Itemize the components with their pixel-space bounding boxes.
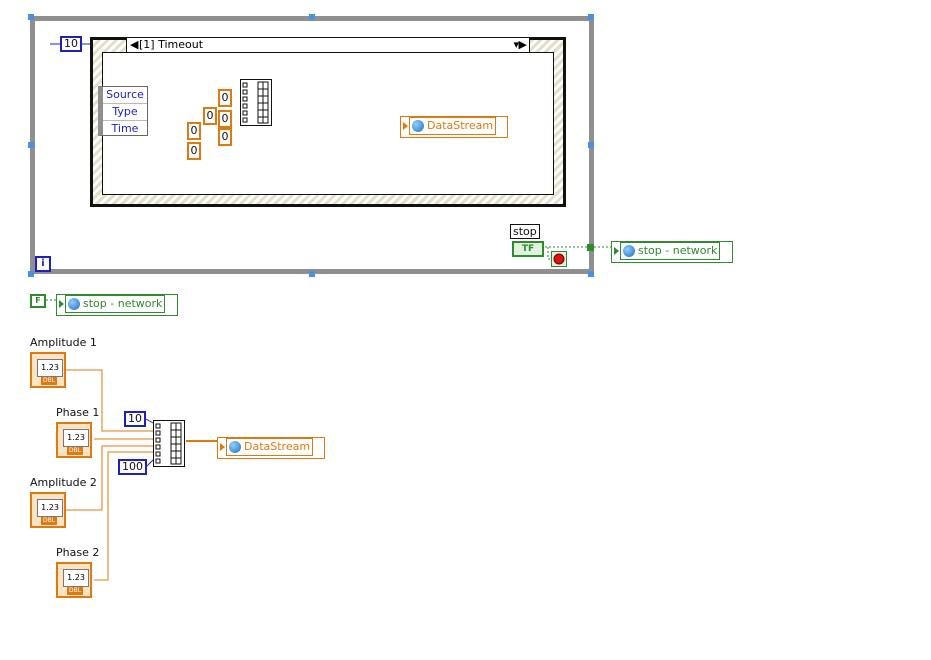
loop-resize-handle-tm[interactable] [309, 14, 315, 20]
false-constant[interactable]: F [30, 294, 46, 308]
control-value: 1.23 [63, 429, 89, 447]
numeric-control-phase-1[interactable]: 1.23 DBL [56, 422, 92, 458]
case-label: [1] Timeout [139, 38, 208, 52]
next-case-arrow-icon[interactable]: ▶ [518, 38, 527, 51]
control-label: Amplitude 2 [30, 476, 97, 489]
stop-network-shared-variable[interactable]: stop - network [56, 294, 178, 316]
stop-label: stop [510, 224, 540, 239]
shared-variable-name: stop - network [83, 297, 163, 310]
loop-resize-handle-br[interactable] [588, 271, 594, 277]
iteration-terminal[interactable]: i [35, 256, 51, 272]
numeric-control-amplitude-2[interactable]: 1.23 DBL [30, 492, 66, 528]
loop-condition-stop-icon[interactable] [551, 251, 567, 267]
timeout-constant[interactable]: 10 [60, 36, 82, 52]
loop-resize-handle-tr[interactable] [588, 14, 594, 20]
control-type: DBL [41, 517, 58, 525]
control-label: Phase 2 [56, 546, 100, 559]
shared-variable-name: DataStream [427, 119, 494, 132]
loop-tunnel[interactable] [587, 244, 594, 251]
case-dropdown-icon[interactable]: ▾ [513, 38, 519, 51]
event-node-source[interactable]: Source [103, 87, 147, 104]
write-arrow-icon [403, 122, 408, 130]
write-arrow-icon [59, 300, 64, 308]
numeric-constant-100[interactable]: 100 [118, 459, 147, 475]
event-data-node[interactable]: Source Type Time [98, 86, 148, 136]
control-value: 1.23 [37, 499, 63, 517]
shared-variable-name: DataStream [244, 440, 311, 453]
prev-case-arrow-icon[interactable]: ◀ [130, 38, 139, 51]
network-globe-icon [412, 120, 424, 132]
datastream-shared-variable[interactable]: DataStream [400, 116, 508, 138]
event-node-type[interactable]: Type [103, 104, 147, 121]
control-value: 1.23 [37, 359, 63, 377]
event-case-selector[interactable]: ◀[1][1] Timeout ▾ ▶ [126, 37, 530, 53]
numeric-constant[interactable]: 0 [203, 107, 217, 125]
stop-boolean-terminal[interactable]: TF [512, 241, 544, 257]
numeric-control-amplitude-1[interactable]: 1.23 DBL [30, 352, 66, 388]
loop-resize-handle-bl[interactable] [28, 271, 34, 277]
control-type: DBL [67, 447, 84, 455]
datastream-shared-variable[interactable]: DataStream [217, 437, 325, 459]
loop-resize-handle-bm[interactable] [309, 271, 315, 277]
numeric-constant[interactable]: 0 [187, 122, 201, 140]
bundle-node-icon[interactable] [240, 79, 272, 127]
control-label: Amplitude 1 [30, 336, 97, 349]
network-globe-icon [623, 245, 635, 257]
bundle-node-icon[interactable] [153, 420, 185, 468]
network-globe-icon [68, 298, 80, 310]
numeric-control-phase-2[interactable]: 1.23 DBL [56, 562, 92, 598]
control-value: 1.23 [63, 569, 89, 587]
numeric-constant[interactable]: 0 [218, 89, 232, 107]
write-arrow-icon [220, 443, 225, 451]
shared-variable-name: stop - network [638, 244, 718, 257]
event-node-time[interactable]: Time [111, 122, 139, 135]
control-type: DBL [41, 377, 58, 385]
stop-network-shared-variable[interactable]: stop - network [611, 241, 733, 263]
numeric-constant[interactable]: 0 [218, 128, 232, 146]
numeric-constant[interactable]: 0 [187, 142, 201, 160]
control-label: Phase 1 [56, 406, 100, 419]
loop-resize-handle-tl[interactable] [28, 14, 34, 20]
write-arrow-icon [614, 247, 619, 255]
control-type: DBL [67, 587, 84, 595]
network-globe-icon [229, 441, 241, 453]
loop-resize-handle-ml[interactable] [28, 142, 34, 148]
numeric-constant-10[interactable]: 10 [124, 411, 146, 427]
loop-resize-handle-mr[interactable] [588, 142, 594, 148]
numeric-constant[interactable]: 0 [218, 110, 232, 128]
